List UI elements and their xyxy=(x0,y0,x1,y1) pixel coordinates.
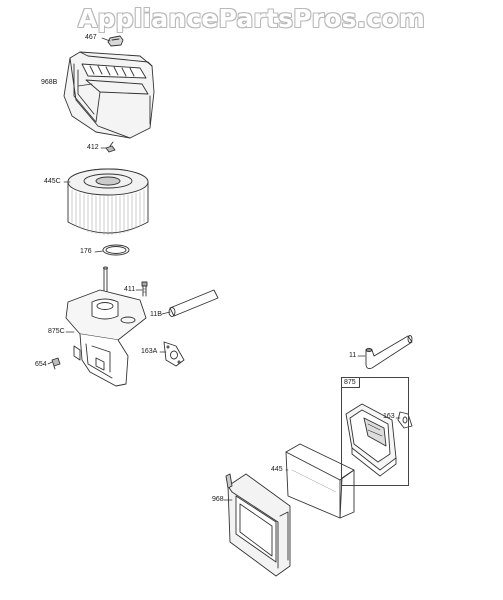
label-968: 968 xyxy=(212,496,224,503)
label-176: 176 xyxy=(80,248,92,255)
screw-412-drawing xyxy=(105,141,116,153)
clip-654-drawing xyxy=(51,357,61,370)
label-875c: 875C xyxy=(48,328,65,335)
label-968b: 968B xyxy=(41,79,58,86)
cover-968-drawing xyxy=(225,473,291,577)
label-163: 163 xyxy=(383,413,395,420)
label-411: 411 xyxy=(124,286,136,293)
base-875c-drawing xyxy=(65,266,147,387)
tube-11-drawing xyxy=(365,335,413,369)
tube-11b-drawing xyxy=(168,289,219,317)
label-445c: 445C xyxy=(44,178,61,185)
label-11: 11 xyxy=(349,352,357,359)
watermark: AppliancePartsPros.com xyxy=(77,4,426,33)
label-654: 654 xyxy=(35,361,47,368)
filter-445-drawing xyxy=(285,443,355,519)
cover-968b-drawing xyxy=(63,51,155,139)
seal-176-drawing xyxy=(102,244,130,256)
label-412: 412 xyxy=(87,144,99,151)
knob-467-drawing xyxy=(107,35,124,47)
label-11b: 11B xyxy=(150,311,162,318)
filter-445c-drawing xyxy=(67,168,149,236)
label-875: 875 xyxy=(344,379,356,386)
part-875-callout-box xyxy=(341,377,409,486)
base-875-drawing xyxy=(345,403,397,477)
part-875-callout-tab xyxy=(341,377,360,388)
label-467: 467 xyxy=(85,34,97,41)
gasket-163a-drawing xyxy=(163,341,185,367)
label-445: 445 xyxy=(271,466,283,473)
bolt-411-drawing xyxy=(141,281,148,297)
label-163a: 163A xyxy=(141,348,158,355)
